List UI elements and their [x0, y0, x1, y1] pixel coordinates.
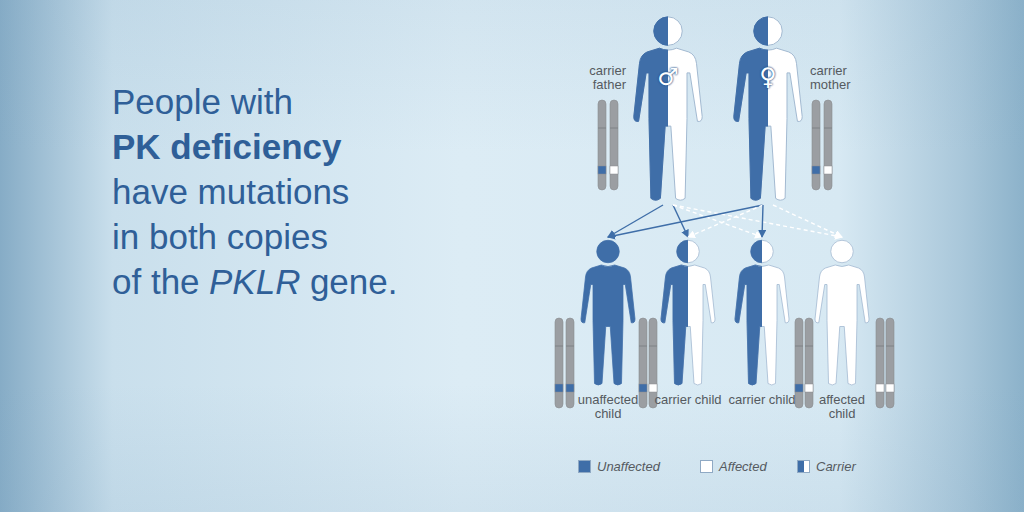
person-figure: carrier mother: [730, 14, 806, 204]
sex-symbol: ♀: [759, 65, 777, 89]
inheritance-arrow: [773, 205, 842, 237]
sex-symbol: ♂: [657, 65, 679, 89]
headline-text: of the: [112, 262, 200, 301]
headline-text: PKLR: [209, 262, 300, 301]
person-figure: affected child: [812, 238, 872, 388]
person-figure: unaffected child: [578, 238, 638, 388]
headline-line: in both copies: [112, 215, 337, 259]
inheritance-arrow: [608, 205, 663, 237]
figure-outline: [578, 238, 638, 388]
inheritance-arrow: [762, 205, 763, 237]
legend-text: Unaffected: [597, 459, 660, 474]
inheritance-arrow: [688, 205, 763, 237]
legend-text: Carrier: [816, 459, 856, 474]
headline-line: have mutations: [112, 170, 359, 214]
inheritance-arrow: [673, 205, 842, 237]
headline-line: PK deficiency: [112, 125, 351, 169]
figure-outline: [630, 14, 706, 204]
legend-text: Affected: [719, 459, 767, 474]
legend-swatch: [700, 460, 713, 473]
figure-label: carrier child: [652, 393, 724, 407]
headline-line: People with: [112, 80, 302, 124]
figure-outline: [658, 238, 718, 388]
person-figure: carrier father: [630, 14, 706, 204]
figure-outline: [732, 238, 792, 388]
inheritance-arrow: [608, 205, 763, 237]
person-figure: carrier child: [658, 238, 718, 388]
legend-swatch: [797, 460, 810, 473]
figure-label: carrier father: [576, 64, 626, 92]
figure-label: unaffected child: [572, 393, 644, 421]
legend-swatch: [578, 460, 591, 473]
headline-text: People with: [112, 82, 293, 121]
headline-text: in both copies: [112, 217, 328, 256]
headline-text: PK deficiency: [112, 127, 342, 166]
headline-text: have mutations: [112, 172, 349, 211]
figure-outline: [730, 14, 806, 204]
figure-outline: [812, 238, 872, 388]
headline-line: of thePKLR gene.: [112, 260, 407, 304]
figure-label: carrier mother: [810, 64, 860, 92]
figure-label: affected child: [806, 393, 878, 421]
headline-text: gene.: [310, 262, 398, 301]
person-figure: carrier child: [732, 238, 792, 388]
figure-label: carrier child: [726, 393, 798, 407]
